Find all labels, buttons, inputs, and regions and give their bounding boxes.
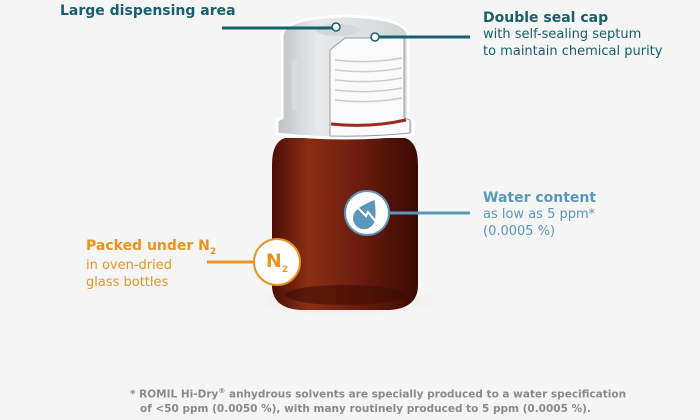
footnote-line2: of <50 ppm (0.0050 %), with many routine… xyxy=(140,402,591,415)
seal-line2: to maintain chemical purity xyxy=(483,44,663,59)
footnote: * ROMIL Hi-Dry® anhydrous solvents are s… xyxy=(130,384,626,416)
seal-callout: Double seal cap with self-sealing septum… xyxy=(483,10,662,60)
water-title: Water content xyxy=(483,190,597,206)
seal-title: Double seal cap xyxy=(483,10,609,26)
nitrogen-callout: Packed under N2 in oven-dried glass bott… xyxy=(86,238,216,291)
water-line2: (0.0005 %) xyxy=(483,224,556,239)
badge-sub: 2 xyxy=(281,264,289,275)
footnote-text: anhydrous solvents are specially produce… xyxy=(225,388,627,401)
nitrogen-title-main: Packed under N xyxy=(86,238,210,254)
badge-n: N xyxy=(265,250,282,272)
cap-threads xyxy=(334,57,403,103)
seal-line1: with self-sealing septum xyxy=(483,27,642,42)
nitrogen-line1: in oven-dried xyxy=(86,257,173,273)
nitrogen-badge xyxy=(253,238,301,286)
nitrogen-title: Packed under N2 xyxy=(86,238,216,257)
nitrogen-title-sub: 2 xyxy=(209,246,217,257)
water-drop-decrease-icon xyxy=(344,190,390,236)
footnote-brand: * ROMIL Hi-Dry xyxy=(130,388,219,401)
seal-ring xyxy=(330,118,407,127)
registered-mark: ® xyxy=(218,387,226,395)
bottle-base-shade xyxy=(285,285,405,305)
water-line1: as low as 5 ppm* xyxy=(483,207,596,222)
nitrogen-badge-label: N2 xyxy=(256,250,298,275)
cap-cutaway xyxy=(329,37,411,137)
nitrogen-line2: glass bottles xyxy=(86,274,169,290)
water-callout: Water content as low as 5 ppm* (0.0005 %… xyxy=(483,190,596,240)
footnote-line1: * ROMIL Hi-Dry® anhydrous solvents are s… xyxy=(130,384,626,402)
dispensing-title: Large dispensing area xyxy=(60,3,236,19)
seal-marker xyxy=(370,32,380,42)
dispensing-marker xyxy=(331,22,341,32)
amber-glass-bottle xyxy=(272,138,418,310)
